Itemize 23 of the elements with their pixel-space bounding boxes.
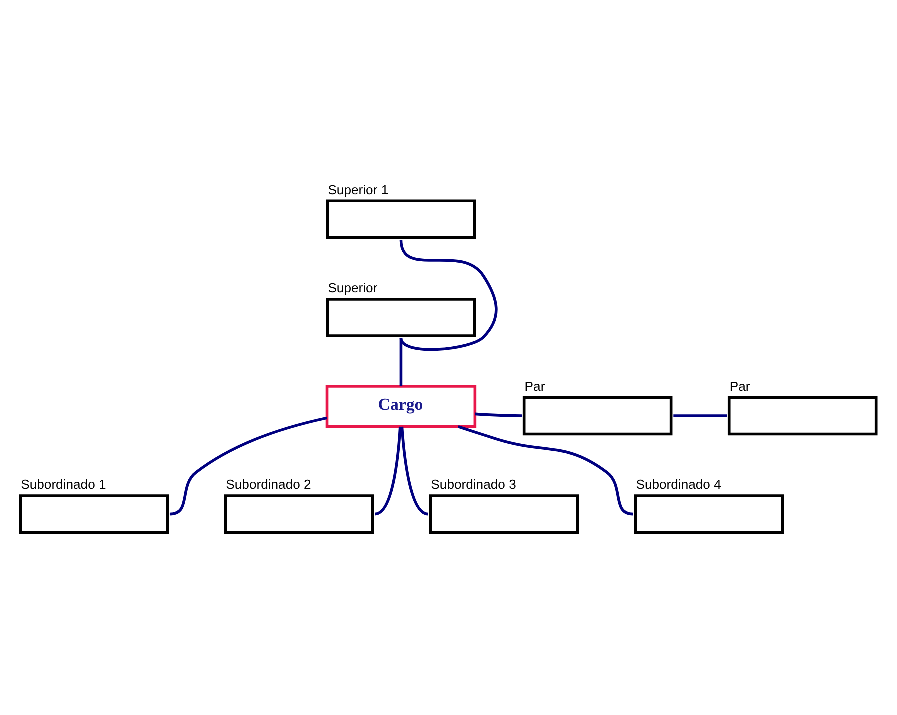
node-box xyxy=(326,298,476,338)
node-box xyxy=(522,396,673,436)
connector xyxy=(374,426,402,516)
node-box xyxy=(19,494,170,534)
node-box: Cargo xyxy=(326,385,477,428)
node-label: Subordinado 1 xyxy=(21,477,106,492)
node-box xyxy=(728,396,878,436)
connector xyxy=(674,414,728,418)
connector xyxy=(475,412,522,418)
node-label: Subordinado 4 xyxy=(636,477,722,492)
node-label: Par xyxy=(524,378,546,394)
node-label: Par xyxy=(730,378,750,394)
node-box xyxy=(429,494,580,534)
node-box xyxy=(224,494,374,534)
node-label: Superior 1 xyxy=(328,182,389,198)
node-box xyxy=(326,200,476,240)
node-label: Subordinado 3 xyxy=(431,477,516,492)
connector xyxy=(400,338,403,386)
connector xyxy=(400,240,498,352)
node-box xyxy=(634,494,784,534)
node-label: Superior xyxy=(328,280,378,296)
connector xyxy=(400,426,429,516)
node-label: Subordinado 2 xyxy=(226,477,312,492)
